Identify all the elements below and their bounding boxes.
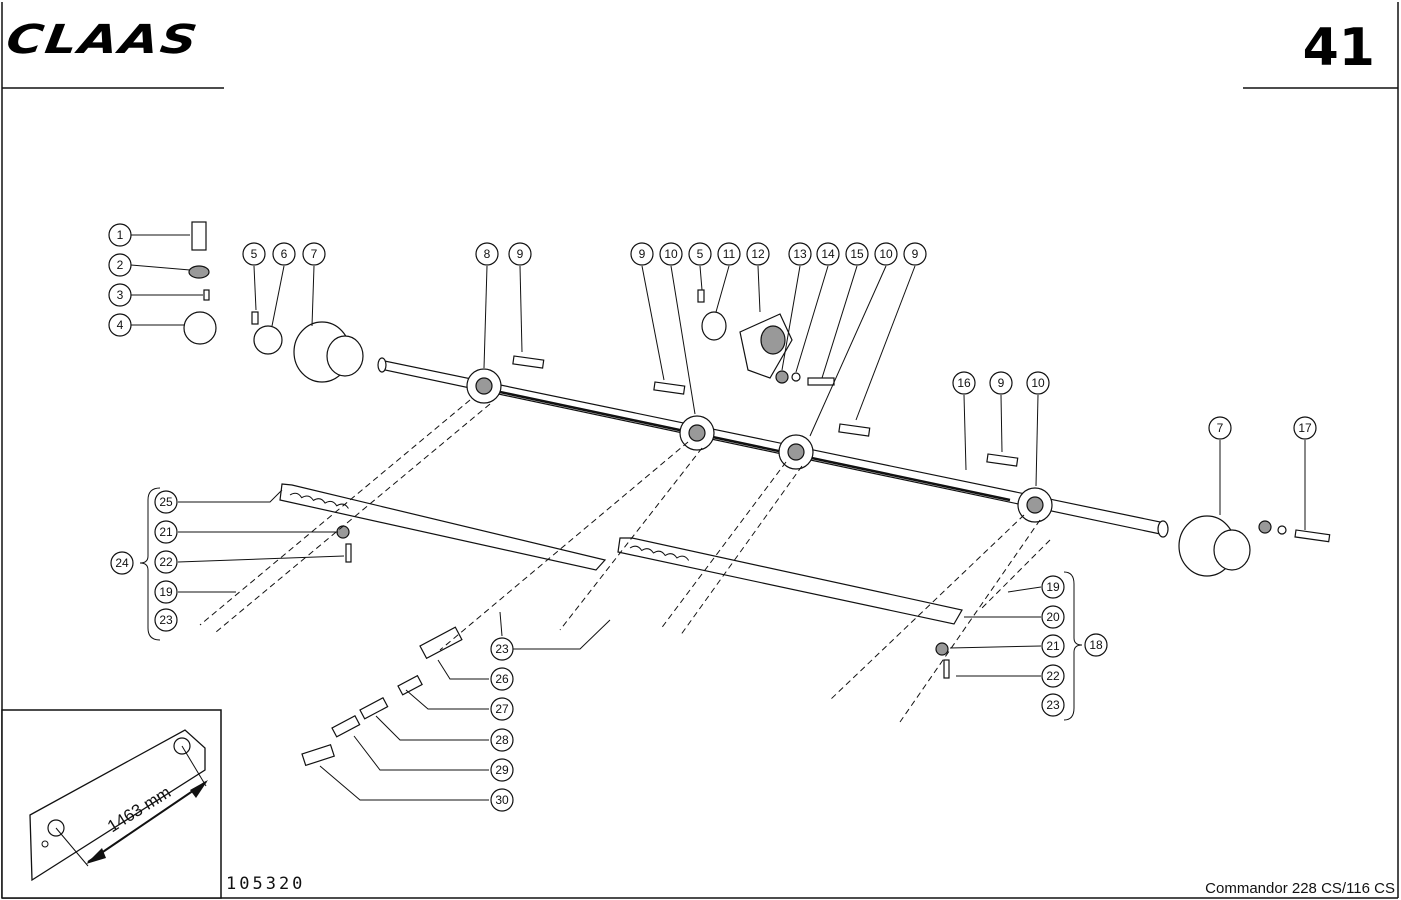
callout-13: 13 — [788, 242, 812, 266]
callout-2: 2 — [108, 253, 132, 277]
model-label: Commandor 228 CS/116 CS — [1205, 880, 1395, 897]
svg-text:23: 23 — [495, 642, 509, 656]
flange-housings — [293, 321, 1251, 577]
callout-29: 29 — [490, 758, 514, 782]
callout-30: 30 — [490, 788, 514, 812]
callout-12: 12 — [746, 242, 770, 266]
callout-17: 17 — [1293, 416, 1317, 440]
svg-text:12: 12 — [751, 247, 765, 261]
callout-10: 10 — [1026, 371, 1050, 395]
callout-21: 21 — [154, 520, 178, 544]
callout-1: 1 — [108, 223, 132, 247]
callout-9: 9 — [508, 242, 532, 266]
svg-text:18: 18 — [1089, 638, 1103, 652]
callout-10: 10 — [874, 242, 898, 266]
callout-22: 22 — [154, 550, 178, 574]
drawing-number: 105320 — [226, 874, 306, 894]
svg-text:9: 9 — [639, 247, 646, 261]
svg-text:10: 10 — [1031, 376, 1045, 390]
svg-text:15: 15 — [850, 247, 864, 261]
svg-text:17: 17 — [1298, 421, 1312, 435]
callout-15: 15 — [845, 242, 869, 266]
inset-detail — [1, 709, 222, 899]
callout-21: 21 — [1041, 634, 1065, 658]
svg-text:22: 22 — [159, 555, 173, 569]
svg-text:30: 30 — [495, 793, 509, 807]
callout-18: 18 — [1084, 633, 1108, 657]
callout-3: 3 — [108, 283, 132, 307]
svg-text:23: 23 — [1046, 698, 1060, 712]
callout-23: 23 — [1041, 693, 1065, 717]
svg-text:21: 21 — [1046, 639, 1060, 653]
callout-27: 27 — [490, 697, 514, 721]
svg-text:22: 22 — [1046, 669, 1060, 683]
svg-text:5: 5 — [251, 247, 258, 261]
callout-9: 9 — [630, 242, 654, 266]
svg-text:16: 16 — [957, 376, 971, 390]
svg-text:10: 10 — [664, 247, 678, 261]
callout-5: 5 — [688, 242, 712, 266]
svg-text:27: 27 — [495, 702, 509, 716]
callout-4: 4 — [108, 313, 132, 337]
svg-text:4: 4 — [117, 318, 124, 332]
svg-text:23: 23 — [159, 613, 173, 627]
callout-11: 11 — [717, 242, 741, 266]
svg-text:11: 11 — [723, 247, 736, 261]
callout-10: 10 — [659, 242, 683, 266]
callout-22: 22 — [1041, 664, 1065, 688]
callout-16: 16 — [952, 371, 976, 395]
callout-5: 5 — [242, 242, 266, 266]
svg-text:6: 6 — [281, 247, 288, 261]
callout-7: 7 — [302, 242, 326, 266]
page-number: 41 — [1302, 18, 1375, 78]
callout-23: 23 — [154, 608, 178, 632]
callout-9: 9 — [989, 371, 1013, 395]
callout-24: 24 — [110, 551, 134, 575]
callout-19: 19 — [154, 580, 178, 604]
svg-text:25: 25 — [159, 495, 173, 509]
svg-text:29: 29 — [495, 763, 509, 777]
callout-14: 14 — [816, 242, 840, 266]
callout-26: 26 — [490, 667, 514, 691]
leader-lines — [130, 234, 1306, 801]
callout-7: 7 — [1208, 416, 1232, 440]
svg-text:9: 9 — [912, 247, 919, 261]
svg-text:2: 2 — [117, 258, 124, 272]
svg-text:9: 9 — [998, 376, 1005, 390]
svg-text:14: 14 — [821, 247, 835, 261]
svg-text:7: 7 — [1217, 421, 1224, 435]
callout-25: 25 — [154, 490, 178, 514]
svg-text:10: 10 — [879, 247, 893, 261]
svg-text:1: 1 — [117, 228, 124, 242]
svg-text:7: 7 — [311, 247, 318, 261]
svg-text:21: 21 — [159, 525, 173, 539]
callout-23: 23 — [490, 637, 514, 661]
svg-text:26: 26 — [495, 672, 509, 686]
svg-text:24: 24 — [115, 556, 129, 570]
callouts: 1 2 3 4 5 6 7 8 9 9 10 5 11 12 13 14 15 … — [108, 223, 1317, 812]
dashed-guide-lines — [199, 399, 1051, 723]
scraper-bars — [279, 483, 963, 625]
sprockets — [466, 368, 1053, 523]
callout-19: 19 — [1041, 575, 1065, 599]
callout-28: 28 — [490, 728, 514, 752]
svg-text:28: 28 — [495, 733, 509, 747]
svg-text:20: 20 — [1046, 610, 1060, 624]
drive-shaft — [377, 357, 1169, 538]
svg-text:9: 9 — [517, 247, 524, 261]
callout-9: 9 — [903, 242, 927, 266]
svg-text:13: 13 — [793, 247, 807, 261]
svg-text:5: 5 — [697, 247, 704, 261]
svg-text:8: 8 — [484, 247, 491, 261]
callout-8: 8 — [475, 242, 499, 266]
callout-20: 20 — [1041, 605, 1065, 629]
svg-text:19: 19 — [159, 585, 173, 599]
svg-text:3: 3 — [117, 288, 124, 302]
callout-6: 6 — [272, 242, 296, 266]
svg-text:19: 19 — [1046, 580, 1060, 594]
hardware-parts — [183, 221, 1331, 767]
